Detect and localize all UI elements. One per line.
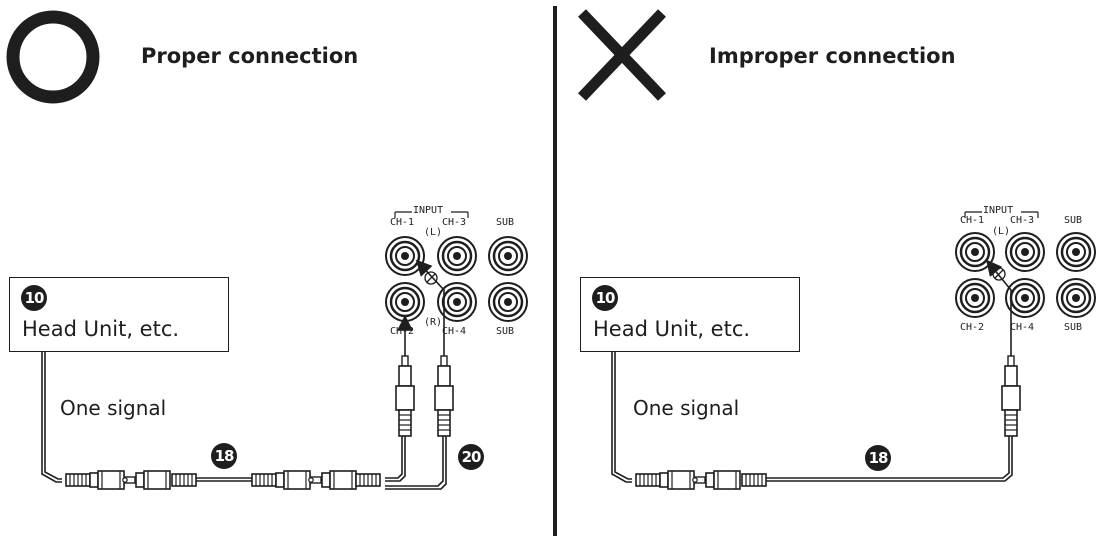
head-unit-number-badge: 10 [21,285,47,311]
proper-connection-title: Proper connection [141,44,359,68]
arrow-to-ch1 [415,259,445,356]
cross-x-icon [578,9,666,101]
head-unit-label: Head Unit, etc. [22,317,180,341]
sub-label-top: SUB [1064,215,1083,226]
jack-sub-bottom [1055,277,1097,319]
circle-o-icon [6,10,100,104]
ch2-label: CH-2 [960,322,985,333]
left-channel-label: (L) [992,226,1011,237]
sub-label-top: SUB [496,217,515,228]
jack-ch2 [384,281,426,323]
input-label: INPUT [983,205,1014,216]
jack-ch3 [436,235,478,277]
input-bracket [394,211,469,218]
cable-number-badge: 18 [211,443,237,469]
jack-sub-top [487,235,529,277]
improper-connection-title: Improper connection [709,44,956,68]
head-unit-box: 10 Head Unit, etc. [9,277,229,352]
sub-label-bottom: SUB [496,326,515,337]
head-unit-number-badge: 10 [592,285,618,311]
ch3-label: CH-3 [1010,215,1035,226]
jack-ch3 [1004,231,1046,273]
right-channel-label: (R) [424,317,443,328]
input-jack-panel-right [954,211,1097,319]
cable-left-proper [41,352,447,490]
head-unit-label: Head Unit, etc. [593,317,751,341]
y-cable-number-badge: 20 [458,444,484,470]
jack-ch1 [384,235,426,277]
rca-connectors-right [635,355,1021,490]
jack-ch1 [954,231,996,273]
rca-connectors-left [65,355,454,490]
signal-label: One signal [60,396,167,420]
arrow-to-ch1 [985,259,1012,356]
ch1-label: CH-1 [390,217,415,228]
ch1-label: CH-1 [960,215,985,226]
sub-label-bottom: SUB [1064,322,1083,333]
ch4-label: CH-4 [442,326,467,337]
ch4-label: CH-4 [1010,322,1035,333]
input-bracket [964,211,1039,218]
jack-ch2 [954,277,996,319]
cable-number-badge: 18 [865,445,891,471]
ch2-label: CH-2 [390,326,415,337]
left-channel-label: (L) [424,227,443,238]
cable-right-improper [611,352,1013,483]
signal-label: One signal [633,396,740,420]
input-jack-panel-left [384,211,529,323]
head-unit-box: 10 Head Unit, etc. [580,277,800,352]
jack-sub-bottom [487,281,529,323]
ch3-label: CH-3 [442,217,467,228]
input-label: INPUT [413,205,444,216]
jack-sub-top [1055,231,1097,273]
